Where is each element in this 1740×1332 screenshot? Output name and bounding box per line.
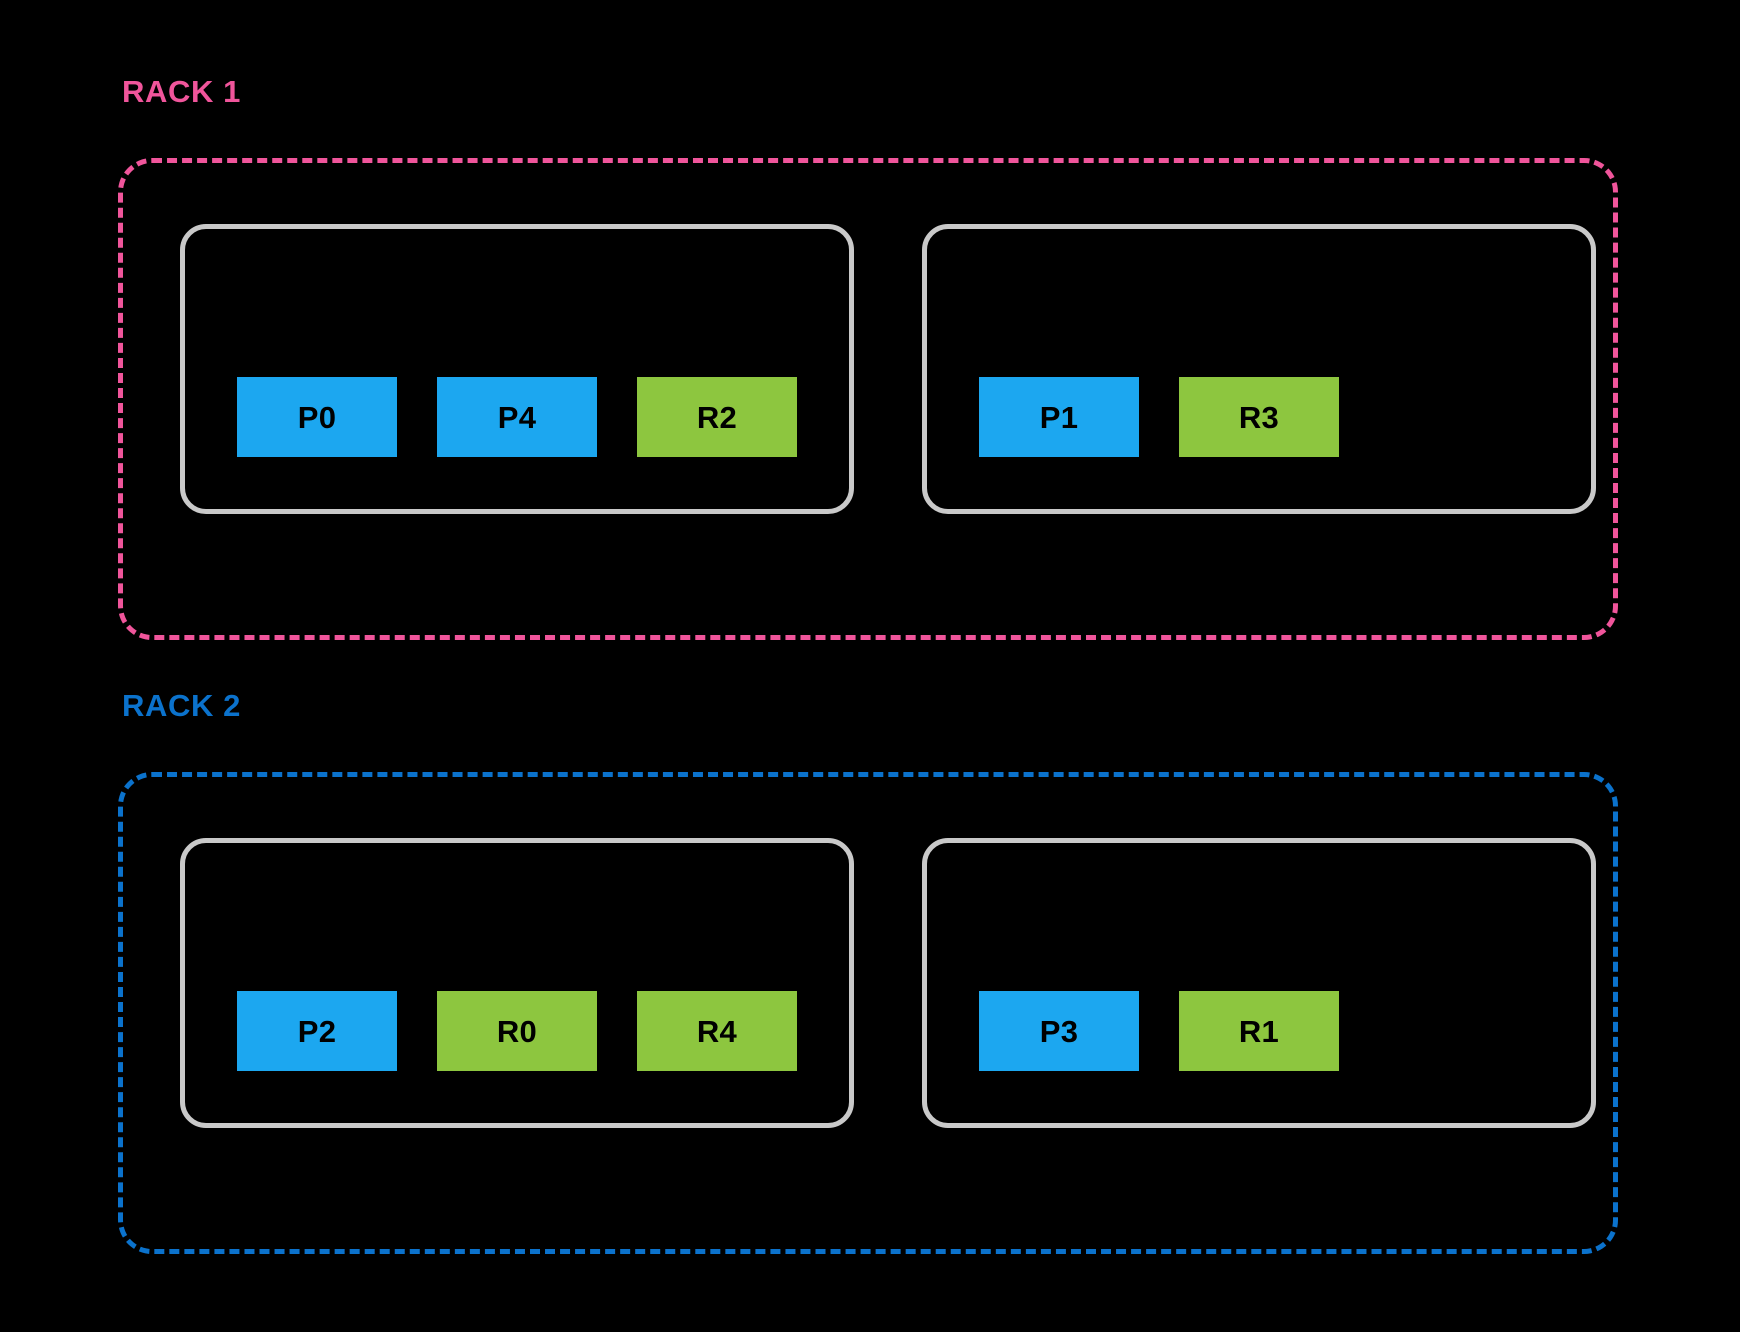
rack-boundary-1 <box>118 158 1618 640</box>
replica-chip-r2[interactable]: R2 <box>637 377 797 457</box>
partition-chip-p3[interactable]: P3 <box>979 991 1139 1071</box>
partition-chip-p2[interactable]: P2 <box>237 991 397 1071</box>
node-container-node-4[interactable]: P3 R1 <box>922 838 1596 1128</box>
replica-chip-r0[interactable]: R0 <box>437 991 597 1071</box>
node-container-node-2[interactable]: P1 R3 <box>922 224 1596 514</box>
rack-boundary-2 <box>118 772 1618 1254</box>
node-units-row: P2 R0 R4 <box>185 991 849 1071</box>
partition-chip-p1[interactable]: P1 <box>979 377 1139 457</box>
replica-chip-r3[interactable]: R3 <box>1179 377 1339 457</box>
replica-chip-r1[interactable]: R1 <box>1179 991 1339 1071</box>
node-units-row: P0 P4 R2 <box>185 377 849 457</box>
replica-chip-r4[interactable]: R4 <box>637 991 797 1071</box>
partition-chip-p0[interactable]: P0 <box>237 377 397 457</box>
partition-chip-p4[interactable]: P4 <box>437 377 597 457</box>
node-container-node-3[interactable]: P2 R0 R4 <box>180 838 854 1128</box>
rack-label-1: RACK 1 <box>122 74 242 109</box>
node-units-row: P3 R1 <box>927 991 1591 1071</box>
node-units-row: P1 R3 <box>927 377 1591 457</box>
rack-label-2: RACK 2 <box>122 688 242 723</box>
node-container-node-1[interactable]: P0 P4 R2 <box>180 224 854 514</box>
